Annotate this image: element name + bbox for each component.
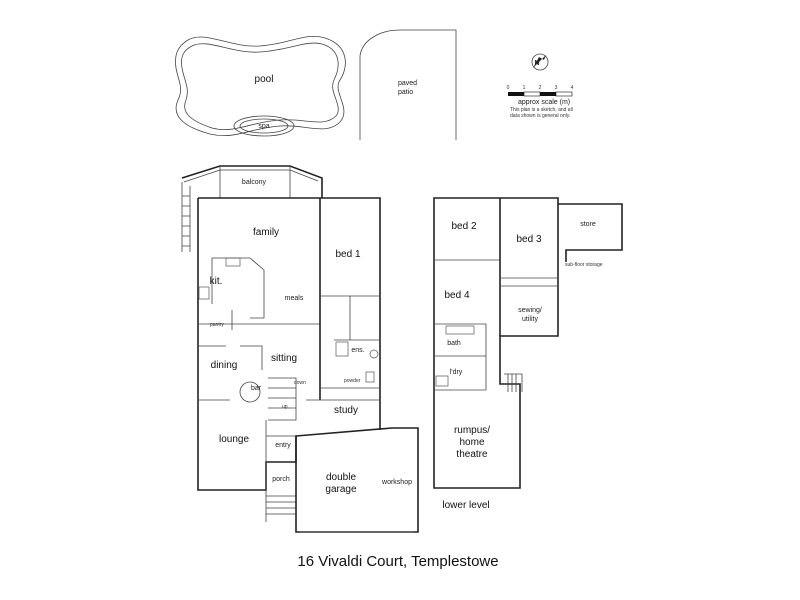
scale-tick-3: 3 [555,85,558,91]
sewing-label-2: utility [522,316,538,323]
scale-caption: approx scale (m) [518,99,570,106]
internal-stair [268,377,297,421]
porch-label: porch [272,476,290,483]
scale-bar: 0 1 2 3 4 approx scale (m) This plan is … [507,85,574,119]
family-label: family [253,227,279,238]
pantry-label: pantry [210,322,224,328]
sitting-label: sitting [271,353,297,364]
garage-label-1: double [326,472,356,483]
bed4-label: bed 4 [444,290,469,301]
garage-label-2: garage [325,484,357,495]
patio-label-1: paved [398,80,417,87]
compass-north: N [534,60,539,67]
kitchen-label: kit. [210,276,223,287]
scale-seg-2 [523,91,541,97]
compass: N [531,53,549,71]
compass-arrow [533,55,546,68]
store-label: store [580,221,596,228]
entry-wall [265,420,296,490]
workshop-label: workshop [381,479,412,486]
dining-label: dining [211,360,238,371]
stove-icon [198,286,210,300]
powder-label: powder [344,378,361,384]
page-title: 16 Vivaldi Court, Templestowe [297,553,498,570]
ensuite-label: ens. [351,347,364,354]
scale-tick-1: 1 [523,85,526,91]
upper-level: balcony family kit. meals pantry bed 1 e… [181,165,419,533]
subfloor-label: sub-floor storage [565,262,603,268]
porch-stairs [265,490,297,522]
scale-disclaimer-2: data shown is general only. [510,113,570,119]
patio-label-2: patio [398,89,413,96]
pool-area: pool spa [175,35,346,137]
scale-tick-0: 0 [507,85,510,91]
laundry-label: l'dry [450,369,463,376]
bar-label: bar [251,385,262,392]
sink-icon [225,257,241,267]
down-label: down [294,380,306,386]
lower-level: bed 2 bed 3 bed 4 store sub-floor storag… [433,197,623,511]
scale-disclaimer-1: This plan is a sketch, and all [510,107,573,113]
balcony-stair [181,182,191,252]
spa-inner [239,118,289,134]
lower-stairs [504,373,523,392]
rumpus-label-1: rumpus/ [454,425,490,436]
scale-seg-1 [508,92,524,96]
rumpus-label-2: home [459,437,484,448]
spa-label: spa [258,123,269,130]
pool-outline [175,35,346,137]
meals-label: meals [285,295,304,302]
pool-label: pool [255,74,274,85]
lower-level-label: lower level [442,500,489,511]
scale-seg-3 [540,92,556,96]
rumpus-label-3: theatre [456,449,488,460]
pool-coping [181,42,339,131]
bed2-label: bed 2 [451,221,476,232]
up-label: up [282,404,288,410]
store-outline [558,203,623,262]
patio-area: paved patio [359,29,457,140]
kitchen-bench [211,257,265,319]
lounge-label: lounge [219,434,249,445]
lower-outline [433,197,559,489]
balcony-rail [183,169,319,183]
shower-icon [335,341,349,357]
basin-icon [369,349,379,359]
laundry-trough-icon [435,375,449,387]
powder-toilet-icon [365,371,375,383]
patio-outline [359,29,457,140]
sewing-label-1: sewing/ [518,307,542,314]
dining-wall [198,345,263,401]
bath-label: bath [447,340,461,347]
entry-label: entry [275,442,291,449]
balcony-label: balcony [242,179,267,186]
bath-icon [445,325,475,335]
scale-tick-4: 4 [571,85,574,91]
study-label: study [334,405,358,416]
bed1-label: bed 1 [335,249,360,260]
garage-outline [295,427,419,533]
spa-outline [233,115,295,137]
compass-circle [531,53,549,71]
scale-tick-2: 2 [539,85,542,91]
bar-counter [239,381,261,403]
scale-seg-4 [555,91,573,97]
bed3-label: bed 3 [516,234,541,245]
